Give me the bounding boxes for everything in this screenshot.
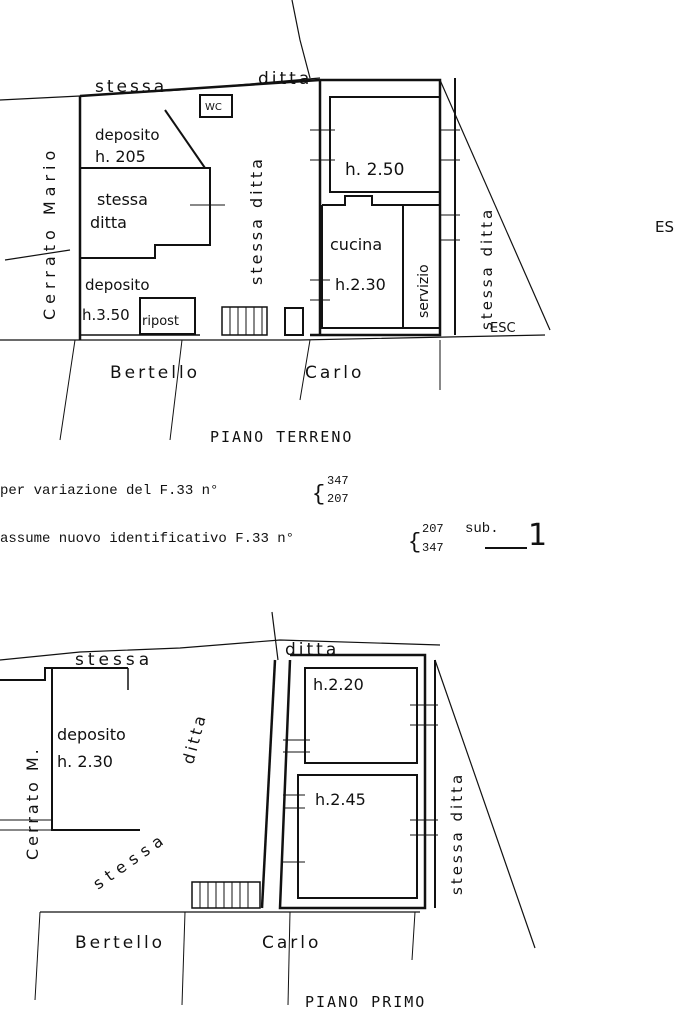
ff-room-1-height: h.2.20 <box>313 675 364 694</box>
gf-stessa-room-2: ditta <box>90 213 127 232</box>
note-line-1-a: 347 <box>327 474 349 488</box>
ff-left-street-label: Cerrato M. <box>23 746 42 860</box>
ff-deposito-height: h. 2.30 <box>57 752 113 771</box>
gf-room-height: h. 2.50 <box>345 160 404 180</box>
gf-right-side-label: stessa ditta <box>478 207 496 330</box>
gf-deposito-1-height: h. 205 <box>95 147 146 166</box>
note-line-1-b: 207 <box>327 492 349 506</box>
gf-cucina-height: h.2.30 <box>335 275 386 294</box>
ff-right-side-label: stessa ditta <box>448 772 466 895</box>
note-line-2-b: 347 <box>422 541 444 555</box>
ff-diagonal-ditta: ditta <box>179 711 211 766</box>
first-stairs <box>191 881 261 909</box>
gf-stessa-room-1: stessa <box>97 190 148 209</box>
ground-floor-plan: stessa ditta WC deposito h. 205 stessa d… <box>0 0 674 446</box>
gf-ripost-label: ripost <box>142 314 179 329</box>
note-line-1: per variazione del F.33 n° <box>0 483 218 499</box>
note-line-1-brace: { <box>312 482 325 507</box>
ff-bottom-left-label: Bertello <box>75 933 165 953</box>
gf-deposito-2-height: h.3.50 <box>82 306 130 324</box>
gf-title: PIANO TERRENO <box>210 428 353 446</box>
cadastral-notes: per variazione del F.33 n° { 347 207 ass… <box>0 474 547 555</box>
gf-left-street-label: Cerrato Mario <box>40 146 59 320</box>
gf-esc-label: ESC <box>490 321 516 336</box>
note-line-2: assume nuovo identificativo F.33 n° <box>0 531 294 547</box>
gf-servizio-label: servizio <box>416 264 432 318</box>
first-floor-plan: stessa ditta Cerrato M. deposito h. 2.30… <box>0 611 536 1011</box>
gf-edge-text: ES <box>655 218 674 236</box>
note-line-2-brace: { <box>408 530 421 555</box>
gf-deposito-1: deposito <box>95 126 160 144</box>
ground-stairs <box>221 306 268 336</box>
note-line-2-a: 207 <box>422 522 444 536</box>
gf-cucina-label: cucina <box>330 235 382 254</box>
ff-top-left-label: stessa <box>75 650 153 670</box>
ff-bottom-right-label: Carlo <box>262 933 321 953</box>
note-sub-label: sub. <box>465 521 499 537</box>
gf-wc-label: WC <box>205 102 222 113</box>
ff-top-right-label: ditta <box>285 640 339 660</box>
gf-corridor-label: stessa ditta <box>247 156 266 285</box>
gf-top-street-2: ditta <box>258 69 312 89</box>
gf-bottom-right-label: Carlo <box>305 363 364 383</box>
gf-bottom-left-label: Bertello <box>110 363 200 383</box>
ff-room-2-height: h.2.45 <box>315 790 366 809</box>
note-sub-number: 1 <box>528 518 547 553</box>
ff-deposito-label: deposito <box>57 725 126 744</box>
ff-diagonal-stessa: stessa <box>89 828 171 893</box>
gf-top-street-1: stessa <box>95 77 167 97</box>
gf-deposito-2: deposito <box>85 276 150 294</box>
ff-title: PIANO PRIMO <box>305 993 426 1011</box>
